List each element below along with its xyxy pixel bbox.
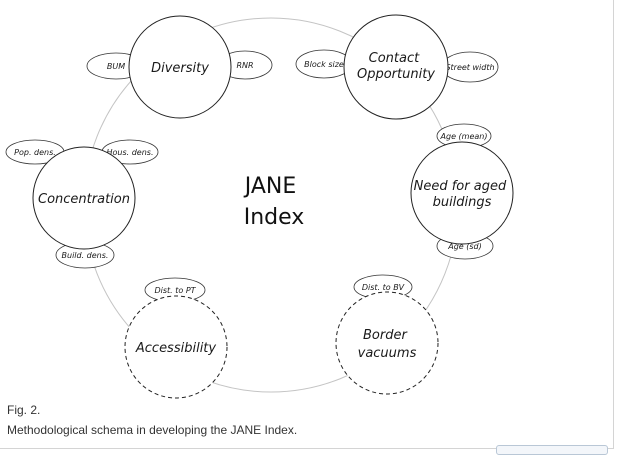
diversity-circle [128,15,232,119]
dimension-diversity: BUM RNR Diversity [86,15,273,119]
diversity-label: Diversity [151,61,209,76]
concentration-circle [32,146,136,250]
contact-opportunity-label-line-1: Contact [369,51,420,66]
indicator-block-size: Block size [304,60,344,69]
jane-index-diagram: JANE Index BUM RNR Diversity Block size … [5,14,514,399]
dimension-concentration: Pop. dens. Hous. dens. Build. dens. Conc… [5,139,159,269]
need-for-aged-buildings-label: Need for aged buildings [414,179,511,210]
figure-caption: Methodological schema in developing the … [7,423,298,437]
indicator-pop-dens: Pop. dens. [14,148,56,157]
figure-label: Fig. 2. [7,403,41,417]
indicator-build-dens: Build. dens. [62,251,109,260]
indicator-age-sd: Age (sd) [447,242,482,251]
indicator-age-mean: Age (mean) [440,132,488,141]
download-button[interactable] [496,445,608,455]
concentration-label: Concentration [38,192,130,207]
need-for-aged-buildings-circle [410,141,514,245]
center-title: JANE Index [243,174,305,230]
indicator-dist-to-bv: Dist. to BV [362,283,405,292]
border-vacuums-label-line-2: vacuums [358,346,417,361]
indicator-bum: BUM [107,62,125,71]
indicator-dist-to-pt: Dist. to PT [154,286,196,295]
indicator-rnr: RNR [236,61,253,70]
dimension-border-vacuums: Dist. to BV Border vacuums [335,274,439,395]
contact-opportunity-label: Contact Opportunity [357,51,435,82]
contact-opportunity-circle [343,14,449,120]
center-title-line-1: JANE [243,174,297,199]
accessibility-circle [124,295,228,399]
border-vacuums-label-line-1: Border [363,328,408,343]
center-title-line-2: Index [244,205,305,230]
need-for-aged-buildings-label-line-1: Need for aged [414,179,507,194]
border-vacuums-label: Border vacuums [358,328,417,361]
contact-opportunity-label-line-2: Opportunity [357,67,435,82]
dimension-need-for-aged-buildings: Age (mean) Age (sd) Need for aged buildi… [410,123,514,260]
border-vacuums-circle [335,291,439,395]
dimension-accessibility: Dist. to PT Accessibility [124,277,228,399]
accessibility-label: Accessibility [135,341,217,356]
need-for-aged-buildings-label-line-2: buildings [433,195,492,210]
dimension-contact-opportunity: Block size Street width Contact Opportun… [295,14,499,120]
indicator-hous-dens: Hous. dens. [106,148,153,157]
indicator-street-width: Street width [445,63,494,72]
